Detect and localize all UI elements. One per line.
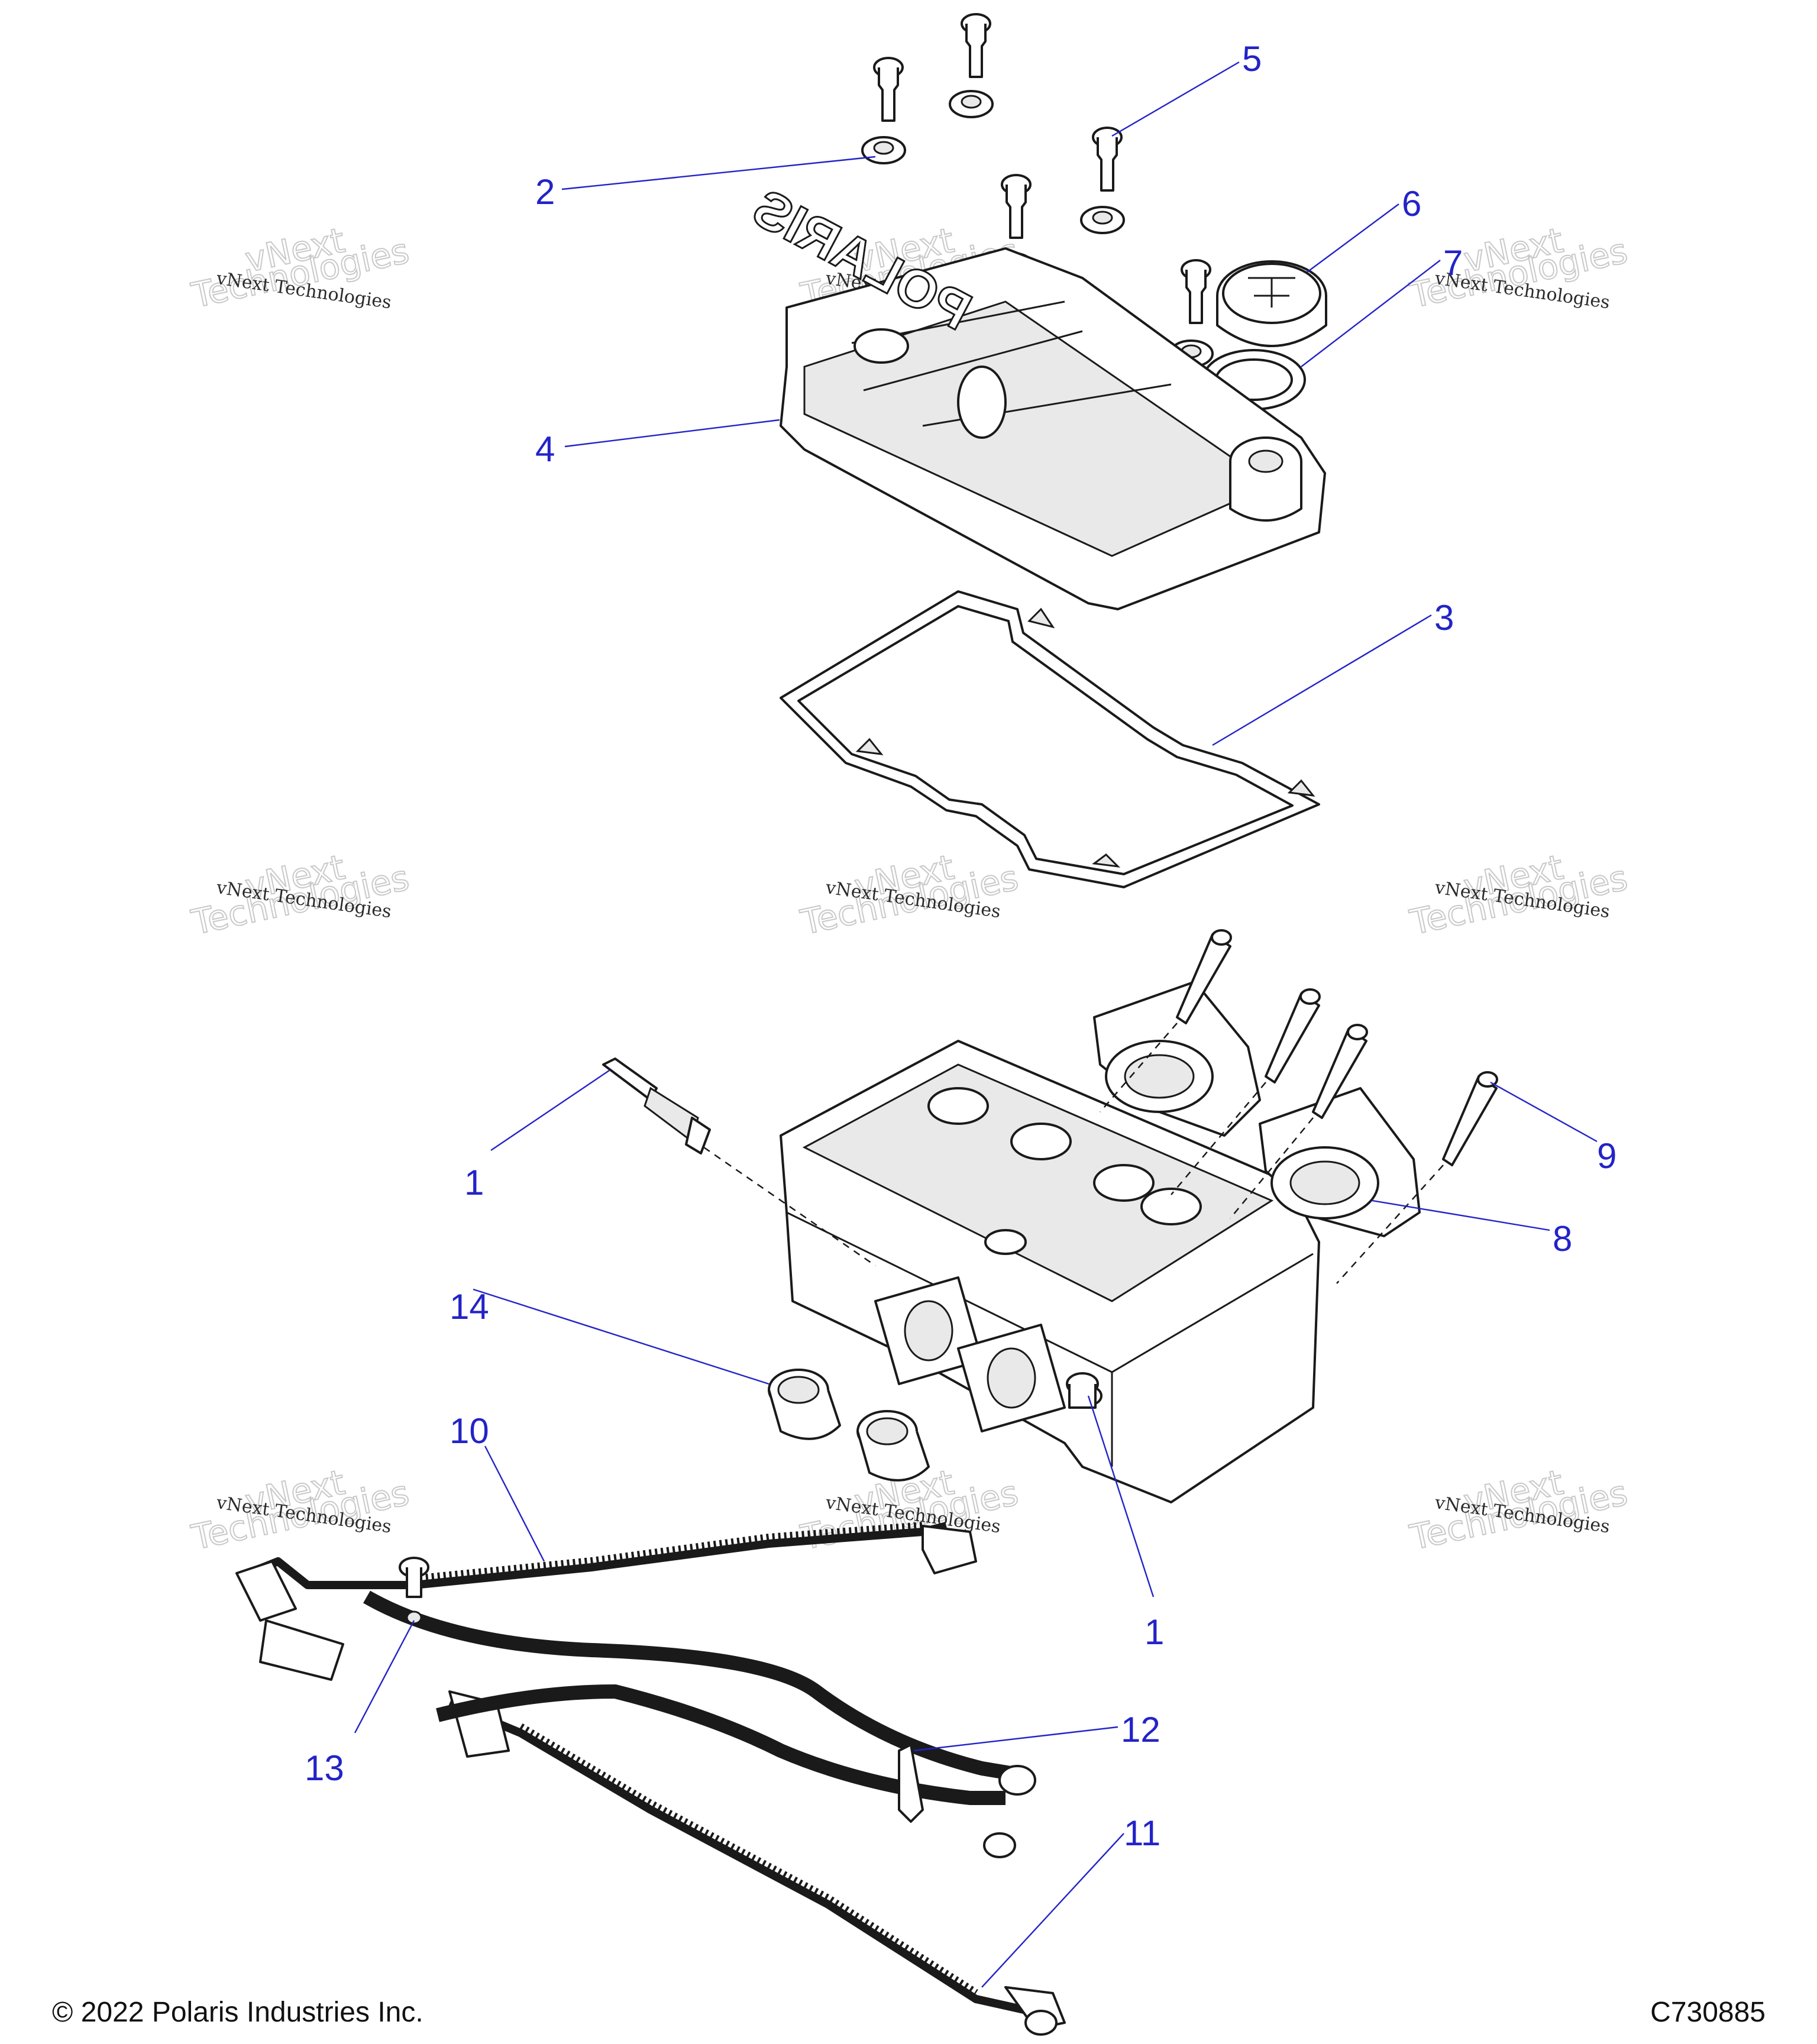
oil-filler-cap (1216, 260, 1327, 347)
leader-8 (1372, 1199, 1550, 1231)
callout-10: 10 (450, 1411, 489, 1451)
hose-clip (898, 1744, 924, 1823)
callout-1-lower: 1 (1144, 1612, 1164, 1652)
intake-bolt (1176, 929, 1232, 1024)
assembly-guide-lines (1100, 1023, 1444, 1284)
washer (861, 136, 906, 164)
callout-9: 9 (1597, 1136, 1616, 1176)
valve-cover-gasket (780, 590, 1320, 888)
leader-lines (354, 61, 1598, 1988)
leader-11 (981, 1833, 1124, 1988)
leader-7 (1301, 260, 1441, 367)
callout-11: 11 (1124, 1813, 1160, 1853)
cover-bolt (1092, 127, 1123, 192)
callout-1-upper: 1 (464, 1163, 484, 1202)
leader-6 (1307, 203, 1399, 273)
watermark-top-right: Technologies vNext vNext Technologies (1406, 219, 1632, 316)
plug-guide-line (703, 1146, 876, 1267)
watermark-low-left: Technologies vNext vNext Technologies (187, 1461, 413, 1558)
intake-bolt (1265, 988, 1321, 1084)
cover-bolt (1001, 174, 1032, 239)
intake-boot (1259, 1087, 1421, 1237)
leader-13 (354, 1620, 415, 1733)
figure-id: C730885 (1650, 1997, 1766, 2028)
sleeve (856, 1410, 930, 1482)
washer (949, 90, 994, 118)
watermark-mid-right: Technologies vNext vNext Technologies (1406, 846, 1632, 943)
callout-7: 7 (1443, 243, 1463, 283)
washer (1080, 206, 1125, 234)
cover-bolt (1181, 259, 1211, 324)
leader-10 (484, 1445, 545, 1562)
callout-2: 2 (535, 172, 555, 212)
watermark-mid-center: Technologies vNext vNext Technologies (797, 846, 1023, 943)
bolt-washers (861, 90, 1214, 368)
leader-2 (561, 156, 876, 190)
head-sensor (1066, 1372, 1099, 1409)
copyright-notice: © 2022 Polaris Industries Inc. (52, 1997, 423, 2028)
cover-bolts (873, 13, 1211, 324)
cover-bolt (961, 13, 991, 78)
callout-4: 4 (535, 429, 555, 469)
callout-8: 8 (1553, 1219, 1572, 1259)
callout-3: 3 (1434, 598, 1454, 638)
intake-bolts (1176, 929, 1498, 1166)
spark-plug (602, 1057, 711, 1154)
callout-6: 6 (1402, 184, 1421, 224)
ignition-lead-upper (235, 1522, 977, 1681)
callout-5: 5 (1242, 39, 1262, 79)
leader-4 (564, 419, 780, 448)
callout-13: 13 (305, 1748, 344, 1788)
leader-9 (1490, 1081, 1598, 1143)
sleeve (768, 1369, 841, 1440)
watermark-top-left: Technologies vNext vNext Technologies (187, 219, 413, 316)
leader-14 (473, 1288, 770, 1385)
lead-fastener (399, 1557, 429, 1625)
leader-12 (913, 1726, 1118, 1752)
leader-1-upper (490, 1070, 610, 1151)
watermark-mid-left: Technologies vNext vNext Technologies (187, 846, 413, 943)
breather-hose (363, 1590, 1036, 1858)
callout-labels: 5 2 6 7 4 3 1 9 8 14 10 1 13 12 11 (305, 39, 1616, 1853)
cylinder-head (780, 1040, 1320, 1503)
intake-bolt (1312, 1024, 1368, 1119)
callout-12: 12 (1121, 1710, 1160, 1749)
intake-bolt (1442, 1071, 1498, 1166)
cover-bolt (873, 57, 904, 122)
leader-5 (1111, 61, 1240, 137)
valve-cover: POLARIS (743, 177, 1326, 610)
callout-14: 14 (450, 1287, 489, 1327)
leader-1-lower (1087, 1395, 1155, 1597)
leader-3 (1212, 614, 1432, 746)
watermark-low-right: Technologies vNext vNext Technologies (1406, 1461, 1632, 1558)
